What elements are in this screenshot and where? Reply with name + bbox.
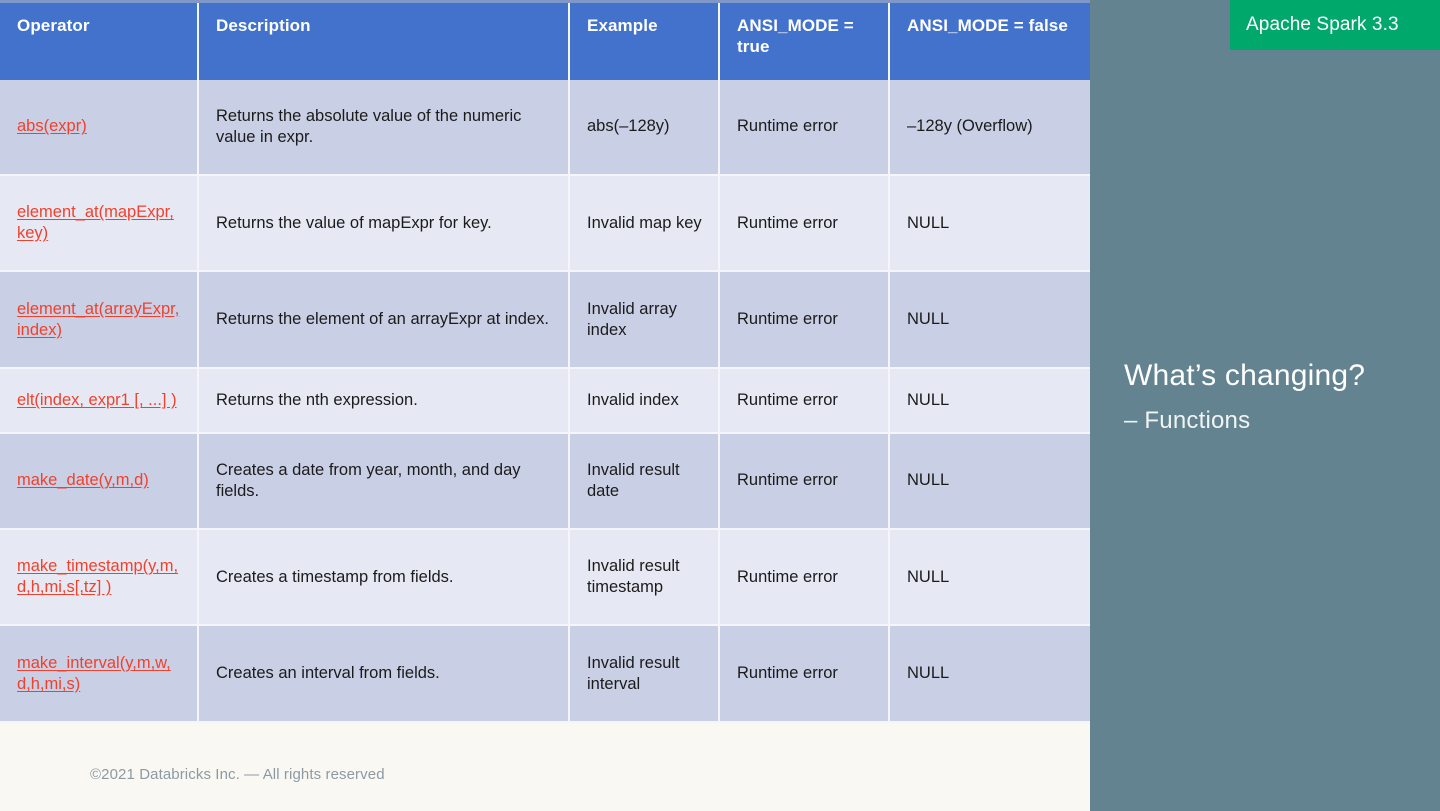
table-header: Operator Description Example ANSI_MODE =… — [0, 3, 1090, 80]
panel-heading-block: What’s changing? – Functions — [1124, 358, 1424, 435]
cell-operator: make_interval(y,m,w,d,h,mi,s) — [0, 625, 199, 723]
cell-description: Returns the element of an arrayExpr at i… — [198, 271, 570, 369]
cell-ansi-false: NULL — [889, 367, 1090, 434]
cell-operator: make_date(y,m,d) — [0, 432, 199, 531]
version-badge: Apache Spark 3.3 — [1230, 0, 1440, 50]
right-side-panel: Apache Spark 3.3 What’s changing? – Func… — [1090, 0, 1440, 811]
table-row: make_timestamp(y,m,d,h,mi,s[,tz] ) Creat… — [0, 529, 1090, 627]
slide-footer: ©2021 Databricks Inc. — All rights reser… — [0, 723, 1090, 811]
cell-operator: element_at(mapExpr, key) — [0, 174, 199, 273]
table-row: element_at(arrayExpr, index) Returns the… — [0, 271, 1090, 369]
cell-ansi-true: Runtime error — [719, 174, 890, 273]
operator-link[interactable]: make_timestamp(y,m,d,h,mi,s[,tz] ) — [17, 557, 179, 597]
table-row: element_at(mapExpr, key) Returns the val… — [0, 174, 1090, 273]
cell-ansi-false: NULL — [889, 432, 1090, 531]
cell-ansi-false: NULL — [889, 174, 1090, 273]
cell-ansi-true: Runtime error — [719, 529, 890, 627]
cell-ansi-true: Runtime error — [719, 271, 890, 369]
panel-subtitle: – Functions — [1124, 407, 1251, 434]
operator-link[interactable]: element_at(mapExpr, key) — [17, 203, 174, 243]
cell-example: Invalid result interval — [569, 625, 720, 723]
cell-example: abs(–128y) — [569, 80, 720, 176]
column-header-example[interactable]: Example — [569, 3, 720, 80]
cell-operator: abs(expr) — [0, 80, 199, 176]
operator-link[interactable]: make_date(y,m,d) — [17, 471, 149, 490]
operator-link[interactable]: element_at(arrayExpr, index) — [17, 299, 180, 339]
cell-example: Invalid result timestamp — [569, 529, 720, 627]
cell-ansi-true: Runtime error — [719, 367, 890, 434]
cell-description: Creates a date from year, month, and day… — [198, 432, 570, 531]
ansi-functions-table-container: Operator Description Example ANSI_MODE =… — [0, 0, 1090, 726]
column-header-ansi-mode-true[interactable]: ANSI_MODE = true — [719, 3, 890, 80]
cell-operator: elt(index, expr1 [, ...] ) — [0, 367, 199, 434]
cell-ansi-false: NULL — [889, 625, 1090, 723]
operator-link[interactable]: make_interval(y,m,w,d,h,mi,s) — [17, 653, 171, 693]
table-row: abs(expr) Returns the absolute value of … — [0, 80, 1090, 176]
table-row: make_interval(y,m,w,d,h,mi,s) Creates an… — [0, 625, 1090, 723]
column-header-description[interactable]: Description — [198, 3, 570, 80]
cell-operator: element_at(arrayExpr, index) — [0, 271, 199, 369]
column-header-operator[interactable]: Operator — [0, 3, 199, 80]
table-row: elt(index, expr1 [, ...] ) Returns the n… — [0, 367, 1090, 434]
table-row: make_date(y,m,d) Creates a date from yea… — [0, 432, 1090, 531]
cell-ansi-false: NULL — [889, 271, 1090, 369]
cell-ansi-true: Runtime error — [719, 625, 890, 723]
cell-description: Returns the absolute value of the numeri… — [198, 80, 570, 176]
column-header-ansi-mode-false[interactable]: ANSI_MODE = false — [889, 3, 1090, 80]
cell-example: Invalid array index — [569, 271, 720, 369]
version-badge-label: Apache Spark 3.3 — [1246, 14, 1399, 35]
table-header-row: Operator Description Example ANSI_MODE =… — [0, 3, 1090, 80]
operator-link[interactable]: elt(index, expr1 [, ...] ) — [17, 390, 177, 409]
cell-description: Creates an interval from fields. — [198, 625, 570, 723]
cell-example: Invalid map key — [569, 174, 720, 273]
cell-description: Returns the nth expression. — [198, 367, 570, 434]
cell-ansi-true: Runtime error — [719, 432, 890, 531]
table-body: abs(expr) Returns the absolute value of … — [0, 80, 1090, 723]
panel-title: What’s changing? — [1124, 359, 1366, 392]
operator-link[interactable]: abs(expr) — [17, 117, 87, 136]
cell-ansi-true: Runtime error — [719, 80, 890, 176]
cell-operator: make_timestamp(y,m,d,h,mi,s[,tz] ) — [0, 529, 199, 627]
cell-example: Invalid result date — [569, 432, 720, 531]
cell-ansi-false: –128y (Overflow) — [889, 80, 1090, 176]
cell-description: Creates a timestamp from fields. — [198, 529, 570, 627]
copyright-text: ©2021 Databricks Inc. — All rights reser… — [90, 766, 385, 783]
cell-description: Returns the value of mapExpr for key. — [198, 174, 570, 273]
cell-ansi-false: NULL — [889, 529, 1090, 627]
ansi-functions-table: Operator Description Example ANSI_MODE =… — [0, 3, 1090, 723]
cell-example: Invalid index — [569, 367, 720, 434]
